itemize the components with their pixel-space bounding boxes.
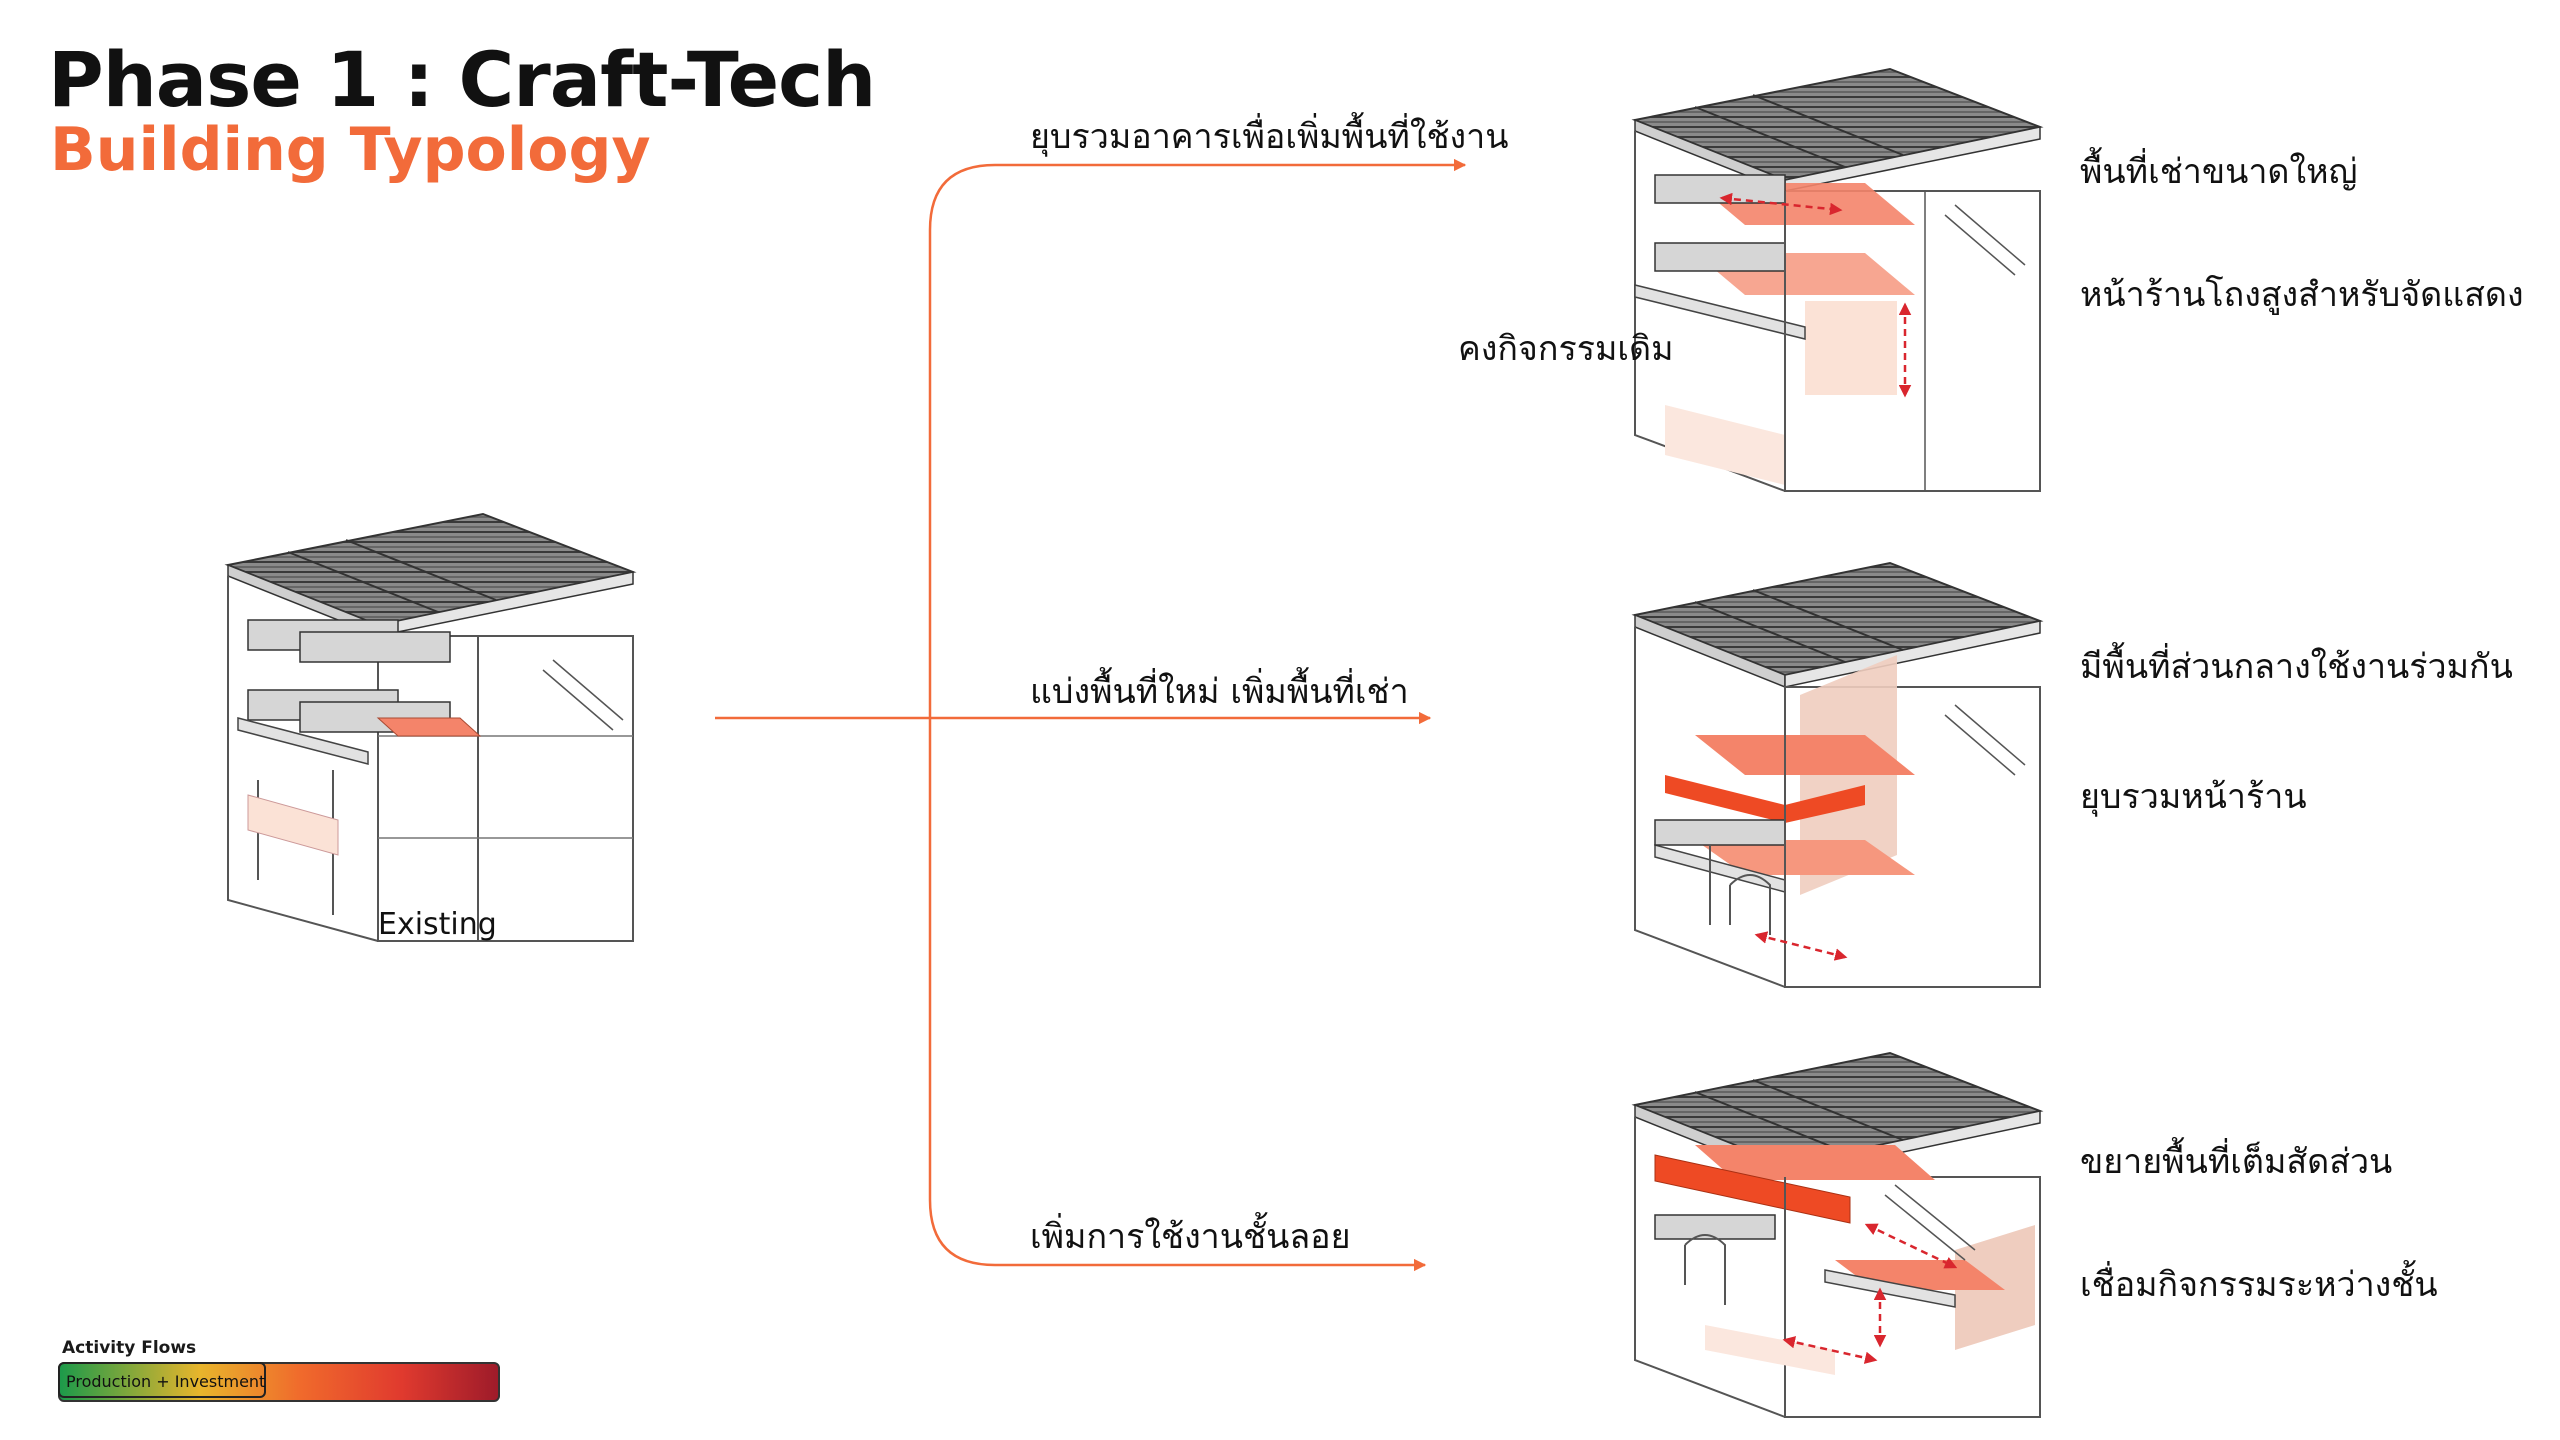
legend-item-label: Production + Investment xyxy=(66,1372,266,1391)
legend-gradient-bar xyxy=(58,1362,500,1402)
side-label-a: คงกิจกรรมเดิม xyxy=(1458,329,1674,369)
existing-label: Existing xyxy=(378,907,497,942)
note-b-1: มีพื้นที่ส่วนกลางใช้งานร่วมกัน xyxy=(2080,647,2513,687)
building-option-b xyxy=(1631,561,2044,988)
building-option-a xyxy=(1631,67,2044,492)
note-a-1: พื้นที่เช่าขนาดใหญ่ xyxy=(2080,152,2358,192)
legend-pill xyxy=(58,1362,266,1398)
note-c-2: เชื่อมกิจกรรมระหว่างชั้น xyxy=(2080,1265,2438,1305)
branch-arrow-bottom xyxy=(928,718,1427,1272)
note-c-1: ขยายพื้นที่เต็มสัดส่วน xyxy=(2080,1142,2393,1182)
branch-label-b: แบ่งพื้นที่ใหม่ เพิ่มพื้นที่เช่า xyxy=(1030,672,1409,712)
branch-label-c: เพิ่มการใช้งานชั้นลอย xyxy=(1030,1217,1351,1257)
building-option-c xyxy=(1631,1051,2044,1418)
note-a-2: หน้าร้านโถงสูงสำหรับจัดแสดง xyxy=(2080,275,2524,315)
branch-arrow-top xyxy=(928,158,1467,718)
branch-label-a: ยุบรวมอาคารเพื่อเพิ่มพื้นที่ใช้งาน xyxy=(1030,117,1509,157)
page-title: Phase 1 : Craft-Tech xyxy=(48,35,876,124)
page-subtitle: Building Typology xyxy=(50,115,651,185)
existing-building xyxy=(224,512,637,942)
note-b-2: ยุบรวมหน้าร้าน xyxy=(2080,777,2307,817)
legend-title: Activity Flows xyxy=(62,1338,197,1358)
branch-arrows xyxy=(715,158,1467,1272)
